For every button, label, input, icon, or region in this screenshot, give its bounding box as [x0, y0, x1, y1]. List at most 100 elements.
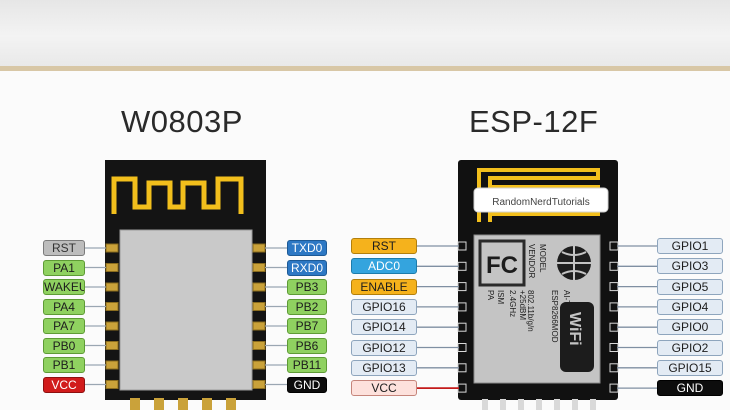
pad: [609, 302, 619, 312]
wifi-logo: WiFi: [560, 302, 594, 372]
w0803p-module: [84, 160, 287, 410]
bottom-pad: [518, 399, 524, 410]
pad: [252, 263, 266, 272]
pin-label-gpio2: GPIO2: [657, 339, 723, 356]
bottom-pad: [226, 398, 236, 410]
pad: [457, 282, 467, 292]
pad: [252, 321, 266, 331]
pad: [252, 380, 266, 389]
bottom-pad: [554, 399, 560, 410]
pad: [609, 261, 619, 271]
w0803p-antenna: [111, 176, 244, 214]
svg-text:2.4GHz: 2.4GHz: [508, 290, 517, 317]
svg-text:802.11b/g/n: 802.11b/g/n: [526, 290, 535, 332]
pad: [457, 383, 467, 393]
pad: [105, 380, 119, 389]
pin-label-gpio5: GPIO5: [657, 278, 723, 295]
bottom-pad: [572, 399, 578, 410]
pad: [252, 360, 266, 370]
pad: [105, 360, 119, 370]
bottom-pad: [536, 399, 542, 410]
svg-text:ISM: ISM: [496, 290, 505, 305]
pin-label-gpio0: GPIO0: [657, 319, 723, 336]
bottom-pad: [482, 399, 488, 410]
svg-text:WiFi: WiFi: [566, 312, 583, 346]
pin-label-enable: ENABLE: [351, 278, 417, 295]
pin-label-adc0: ADC0: [351, 258, 417, 275]
header-divider: [0, 66, 730, 71]
pin-label-gpio13: GPIO13: [351, 359, 417, 376]
pad: [252, 243, 266, 253]
pad: [609, 322, 619, 332]
pad: [457, 363, 467, 373]
bottom-pad: [178, 398, 188, 410]
pad: [609, 343, 619, 352]
pin-label-pb6: PB6: [287, 337, 327, 354]
w0803p-title: W0803P: [121, 104, 243, 139]
pad: [457, 322, 467, 332]
pin-label-pb2: PB2: [287, 298, 327, 315]
w0803p-right-pads: [252, 243, 266, 389]
pad: [609, 363, 619, 373]
pad: [252, 282, 266, 292]
svg-text:VENDOR: VENDOR: [527, 244, 536, 278]
pad: [252, 341, 266, 350]
esp12f-module: RandomNerdTutorials FC VENDOR MODEL 802.…: [417, 160, 657, 410]
pin-label-pb11: PB11: [287, 357, 327, 373]
bottom-pad: [500, 399, 506, 410]
pin-label-pb7: PB7: [287, 318, 327, 334]
pad: [105, 263, 119, 272]
pin-label-pb3: PB3: [287, 279, 327, 295]
svg-text:MODEL: MODEL: [538, 244, 547, 273]
pin-label-gpio16: GPIO16: [351, 298, 417, 315]
pad: [609, 282, 619, 292]
fc-text: FC: [486, 252, 518, 279]
pin-label-rst: RST: [351, 238, 417, 254]
pin-label-vcc: VCC: [43, 376, 85, 393]
bottom-pad: [130, 398, 140, 410]
pin-label-gpio14: GPIO14: [351, 319, 417, 336]
pin-label-rst: RST: [43, 240, 85, 256]
pin-label-wakeup: WAKEUP: [43, 279, 85, 295]
svg-text:+25dBM: +25dBM: [518, 290, 527, 320]
pin-label-pa4: PA4: [43, 298, 85, 315]
bottom-pad: [202, 398, 212, 410]
pin-label-pa7: PA7: [43, 318, 85, 334]
pin-label-pa1: PA1: [43, 259, 85, 276]
pin-label-gpio4: GPIO4: [657, 298, 723, 315]
svg-text:ESP8266MOD: ESP8266MOD: [550, 290, 559, 343]
pin-label-txd0: TXD0: [287, 240, 327, 256]
pad: [457, 241, 467, 251]
brand-label: RandomNerdTutorials: [492, 197, 589, 208]
brand-label-box: [473, 187, 609, 213]
pin-label-gpio3: GPIO3: [657, 258, 723, 275]
pin-label-rxd0: RXD0: [287, 259, 327, 276]
pad: [457, 261, 467, 271]
bottom-pad: [154, 398, 164, 410]
bottom-pad: [590, 399, 596, 410]
esp12f-title: ESP-12F: [469, 104, 599, 139]
pad: [252, 302, 266, 311]
pin-label-pb0: PB0: [43, 337, 85, 354]
fc-logo: FC: [478, 239, 526, 287]
pin-label-gpio12: GPIO12: [351, 339, 417, 356]
pad: [105, 321, 119, 331]
pad: [457, 343, 467, 352]
esp12f-bottom-pads: [482, 399, 596, 410]
pad: [609, 383, 619, 393]
w0803p-shield: [119, 229, 253, 391]
pin-label-vcc: VCC: [351, 380, 417, 397]
pin-label-gpio15: GPIO15: [657, 359, 723, 376]
svg-text:PA: PA: [486, 290, 495, 301]
pad: [105, 341, 119, 350]
pad: [105, 243, 119, 253]
pad: [105, 282, 119, 292]
pad: [105, 302, 119, 311]
pad: [609, 241, 619, 251]
header-band: [0, 0, 730, 66]
globe-icon: [557, 246, 591, 280]
pin-label-gnd: GND: [657, 380, 723, 397]
w0803p-bottom-pads: [130, 398, 236, 410]
pin-label-pb1: PB1: [43, 357, 85, 373]
